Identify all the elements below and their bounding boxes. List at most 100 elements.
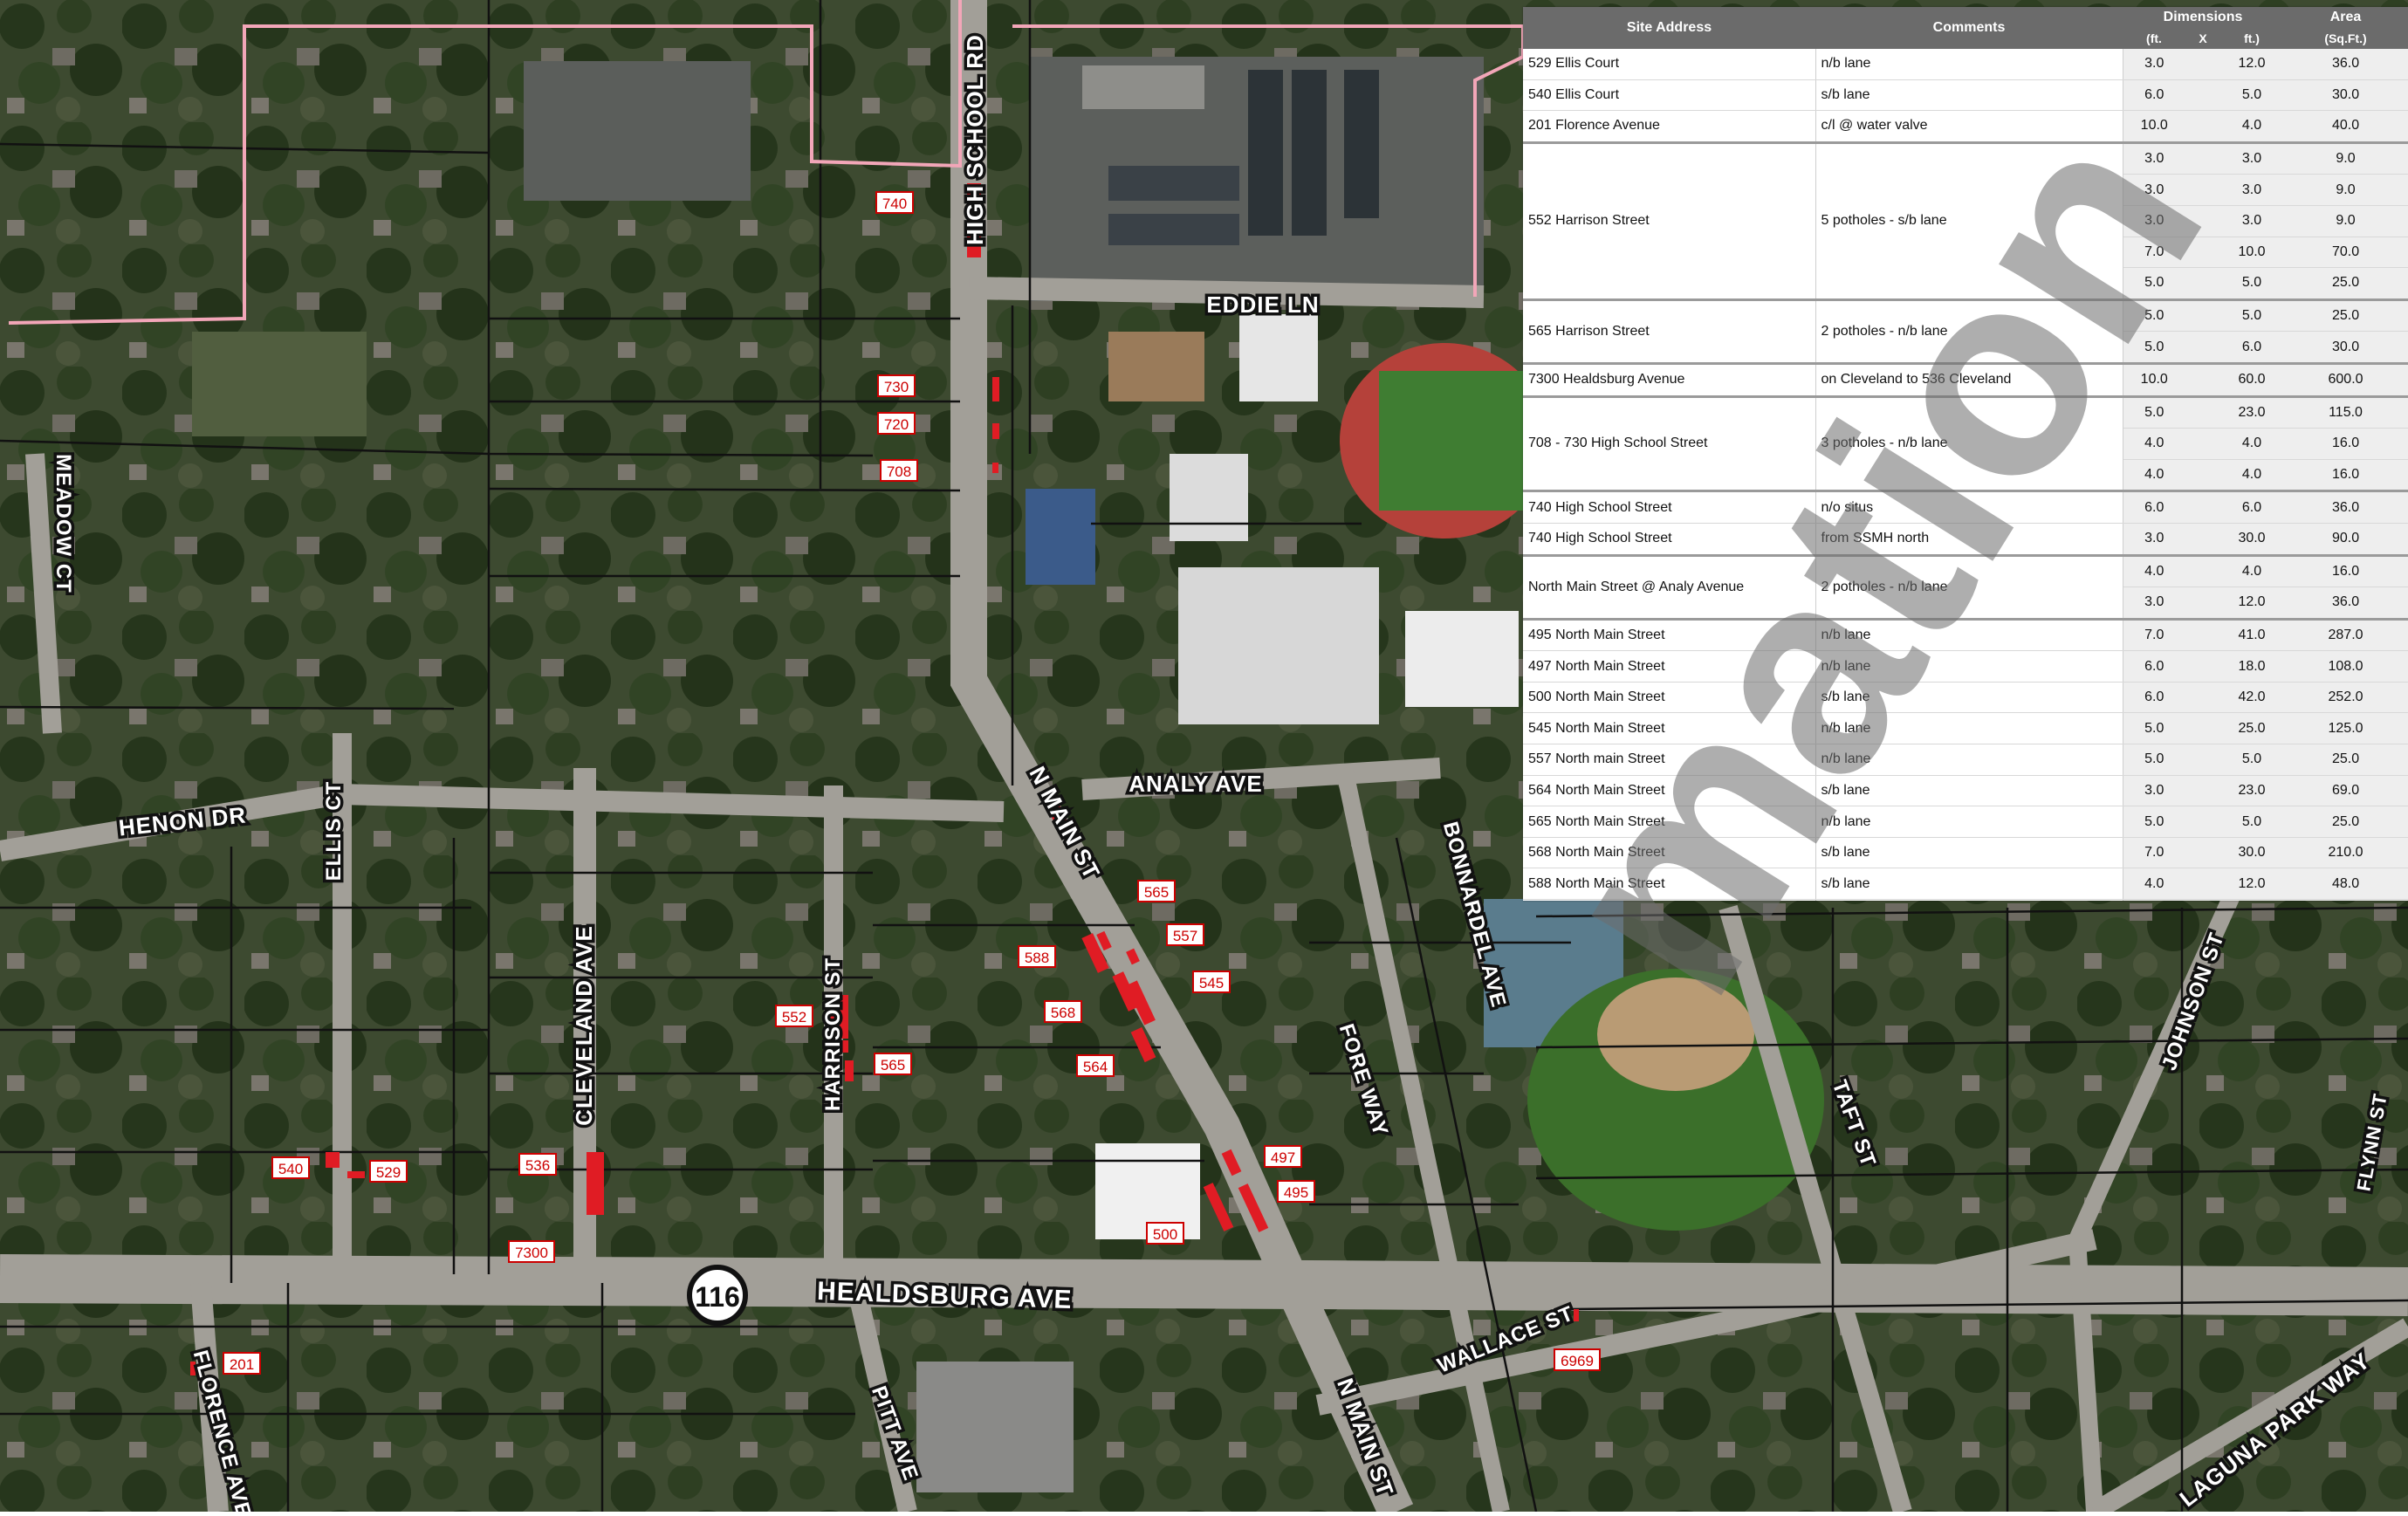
site-label-number: 565: [881, 1057, 905, 1074]
cell-site-address: 565 Harrison Street: [1523, 298, 1816, 364]
cell-width: 7.0: [2123, 617, 2185, 652]
cell-area: 287.0: [2283, 617, 2408, 652]
cell-site-address: 545 North Main Street: [1523, 712, 1816, 745]
cell-x: [2185, 267, 2220, 300]
site-label: 545: [1192, 971, 1231, 993]
cell-width: 4.0: [2123, 459, 2185, 492]
cell-x: [2185, 49, 2220, 80]
cell-site-address: 201 Florence Avenue: [1523, 110, 1816, 143]
cell-area: 16.0: [2283, 428, 2408, 460]
site-label-number: 6969: [1561, 1353, 1594, 1369]
cell-area: 30.0: [2283, 899, 2408, 901]
cell-length: 4.0: [2220, 459, 2284, 492]
cell-length: 5.0: [2220, 267, 2284, 300]
header-site-address: Site Address: [1523, 7, 1815, 49]
cell-area: 40.0: [2283, 110, 2408, 143]
site-label-number: 588: [1025, 950, 1049, 966]
cell-site-address: 557 North main Street: [1523, 744, 1816, 776]
site-label: 500: [1146, 1222, 1184, 1245]
cell-site-address: 6969 Wallace Street: [1523, 899, 1816, 901]
cell-area: 36.0: [2283, 587, 2408, 620]
cell-comment: on Cleveland to 536 Cleveland: [1815, 361, 2123, 397]
cell-area: 600.0: [2283, 361, 2408, 397]
project-boundary: [8, 0, 962, 325]
cell-area: 210.0: [2283, 837, 2408, 869]
cell-width: 3.0: [2123, 49, 2185, 80]
cell-comment: 2 potholes - n/b lane: [1815, 553, 2123, 620]
cell-width: 5.0: [2123, 331, 2185, 364]
pothole-marks: [190, 183, 1579, 1375]
cell-x: [2185, 298, 2220, 333]
cell-site-address: 588 North Main Street: [1523, 868, 1816, 901]
cell-x: [2185, 868, 2220, 901]
cell-area: 69.0: [2283, 775, 2408, 807]
cell-site-address: 740 High School Street: [1523, 490, 1816, 524]
cell-width: 6.0: [2123, 79, 2185, 112]
cell-site-address: 564 North Main Street: [1523, 775, 1816, 807]
site-label: 536: [518, 1153, 557, 1176]
cell-x: [2185, 837, 2220, 869]
cell-site-address: 568 North Main Street: [1523, 837, 1816, 869]
cell-width: 4.0: [2123, 553, 2185, 588]
cell-x: [2185, 806, 2220, 838]
cell-width: 5.0: [2123, 267, 2185, 300]
cell-width: 5.0: [2123, 744, 2185, 776]
table-row: 6969 Wallace Streete/b lane @ gutter lip…: [1523, 899, 2408, 901]
cell-area: 30.0: [2283, 79, 2408, 112]
site-label: 495: [1277, 1180, 1315, 1203]
cell-x: [2185, 744, 2220, 776]
cell-site-address: 540 Ellis Court: [1523, 79, 1816, 112]
cell-site-address: 497 North Main Street: [1523, 650, 1816, 683]
cell-x: [2185, 205, 2220, 237]
cell-x: [2185, 428, 2220, 460]
cell-width: 3.0: [2123, 523, 2185, 556]
cell-width: 3.0: [2123, 141, 2185, 175]
cell-width: 7.0: [2123, 837, 2185, 869]
cell-x: [2185, 899, 2220, 901]
cell-width: 6.0: [2123, 490, 2185, 524]
cell-site-address: 740 High School Street: [1523, 523, 1816, 556]
cell-comment: n/b lane: [1815, 49, 2123, 80]
cell-length: 3.0: [2220, 174, 2284, 206]
site-label: 568: [1044, 1000, 1082, 1023]
site-label: 588: [1018, 945, 1056, 968]
site-label-number: 536: [525, 1157, 550, 1174]
cell-x: [2185, 650, 2220, 683]
cell-area: 36.0: [2283, 490, 2408, 524]
site-label: 564: [1076, 1054, 1115, 1077]
cell-comment: n/b lane: [1815, 806, 2123, 838]
site-label-number: 564: [1083, 1059, 1108, 1075]
pothole-table: Site Address Comments Dimensions Area (f…: [1523, 7, 2408, 901]
header-dim-ft2: ft.): [2220, 28, 2284, 49]
cell-comment: s/b lane: [1815, 837, 2123, 869]
cell-width: 3.0: [2123, 587, 2185, 620]
cell-width: 5.0: [2123, 712, 2185, 745]
cell-x: [2185, 459, 2220, 492]
cell-width: 3.0: [2123, 205, 2185, 237]
cell-length: 25.0: [2220, 712, 2284, 745]
cell-x: [2185, 490, 2220, 524]
cell-site-address: 500 North Main Street: [1523, 682, 1816, 714]
cell-area: 125.0: [2283, 712, 2408, 745]
cell-x: [2185, 141, 2220, 175]
cell-site-address: 565 North Main Street: [1523, 806, 1816, 838]
cell-site-address: North Main Street @ Analy Avenue: [1523, 553, 1816, 620]
cell-width: 4.0: [2123, 868, 2185, 901]
cell-area: 16.0: [2283, 459, 2408, 492]
cell-comment: n/b lane: [1815, 650, 2123, 683]
site-label: 557: [1166, 923, 1204, 946]
site-label: 552: [775, 1005, 813, 1027]
